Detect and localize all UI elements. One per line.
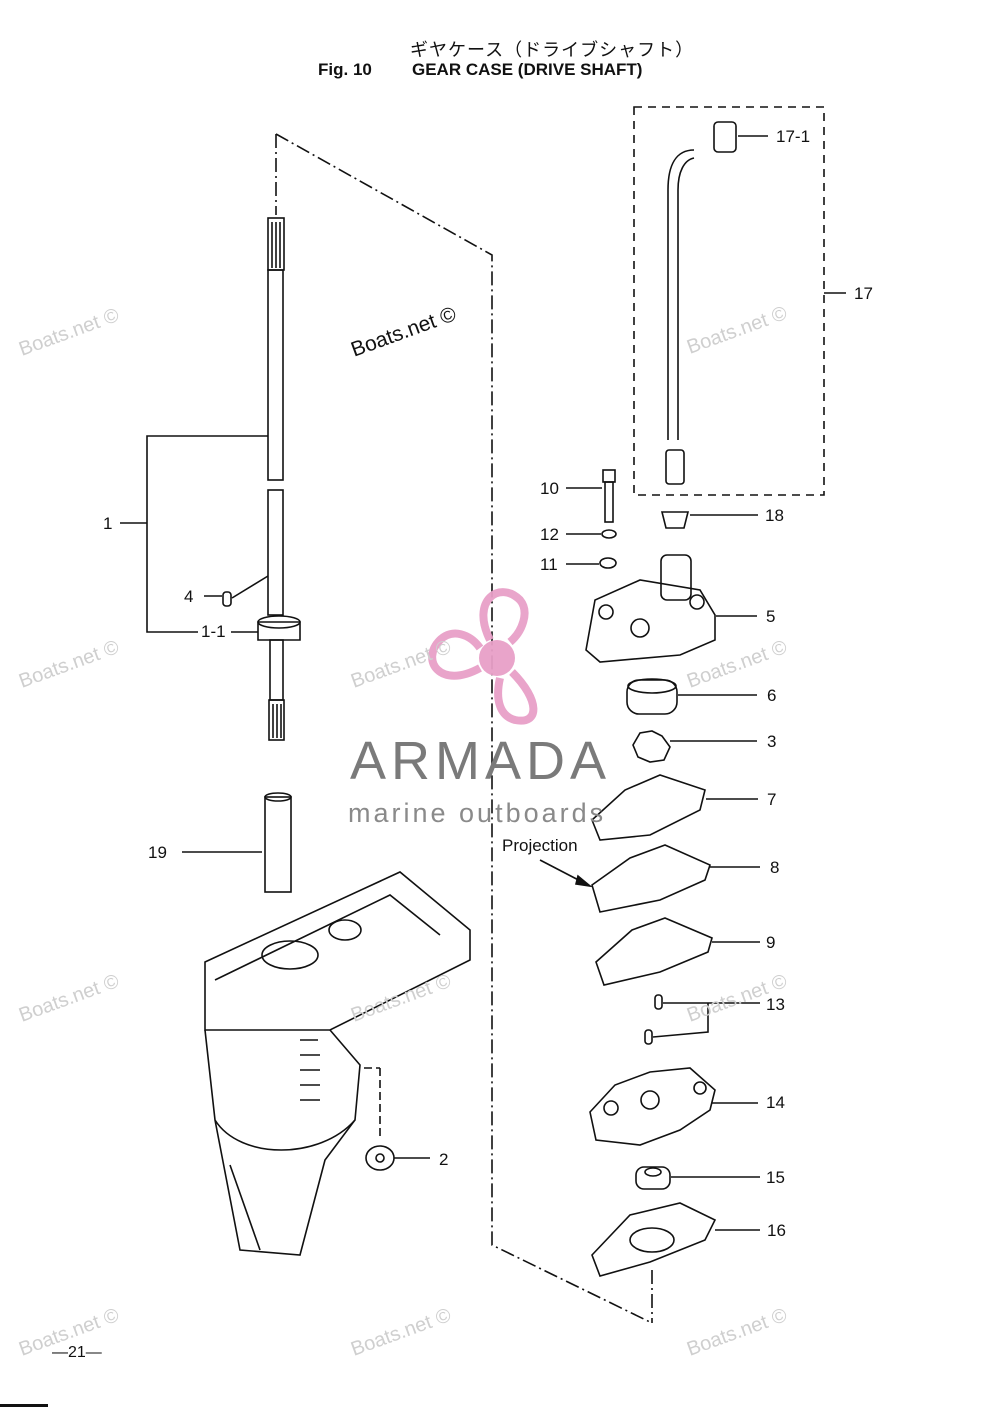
title-japanese: ギヤケース（ドライブシャフト）: [410, 40, 695, 60]
part-label-19: 19: [148, 843, 167, 862]
figure-title: GEAR CASE (DRIVE SHAFT): [412, 60, 643, 79]
tube-19: [264, 792, 292, 893]
projection-label: Projection: [502, 836, 578, 855]
part-label-8: 8: [770, 858, 780, 877]
bracket-1: [146, 435, 268, 633]
seal-11: [599, 557, 617, 569]
part-label-5: 5: [766, 607, 776, 626]
grommet-18: [660, 511, 690, 529]
pump-case-5: [585, 554, 716, 663]
part-label-6: 6: [767, 686, 777, 705]
frame-line: [275, 133, 653, 1324]
part-label-4: 4: [184, 587, 194, 606]
part-label-7: 7: [767, 790, 777, 809]
part-label-1: 1: [103, 514, 113, 533]
dowel-pin-13b: [644, 1029, 653, 1045]
frame-line: [364, 1067, 381, 1140]
pin-4: [222, 591, 232, 607]
kit-17-box: [633, 106, 825, 496]
armada-logo-tagline: marine outboards: [348, 798, 607, 828]
edge-mark: [0, 1404, 48, 1407]
part-label-14: 14: [766, 1093, 785, 1112]
part-label-11: 11: [540, 555, 558, 574]
part-label-1-1: 1-1: [201, 622, 226, 641]
part-label-10: 10: [540, 479, 559, 498]
plate-8: [591, 844, 711, 913]
part-label-16: 16: [767, 1221, 786, 1240]
impeller-3: [632, 730, 671, 763]
part-label-13: 13: [766, 995, 785, 1014]
armada-logo-name: ARMADA: [350, 731, 612, 791]
dowel-pin-13a: [654, 994, 663, 1010]
part-label-12: 12: [540, 525, 559, 544]
part-label-17-1: 17-1: [776, 127, 811, 146]
nut-2: [365, 1145, 395, 1171]
grommet-17-1: [713, 121, 737, 153]
washer-12: [601, 529, 617, 539]
page-number: —21—: [52, 1344, 102, 1361]
oil-seal-15: [635, 1166, 671, 1190]
part-label-2: 2: [439, 1150, 449, 1169]
part-label-18: 18: [765, 506, 784, 525]
part-label-9: 9: [766, 933, 776, 952]
gasket-16: [591, 1202, 717, 1277]
gasket-7: [591, 774, 706, 841]
bolt-10: [602, 469, 616, 523]
water-tube-17: [665, 149, 695, 485]
liner-6: [626, 678, 678, 715]
drive-shaft: [257, 217, 301, 741]
armada-logo-mark: [428, 588, 538, 725]
pump-base-14: [589, 1067, 716, 1146]
part-label-3: 3: [767, 732, 777, 751]
gear-case-housing: [204, 871, 471, 1256]
gasket-9: [595, 917, 713, 986]
part-label-17: 17: [854, 284, 873, 303]
part-label-15: 15: [766, 1168, 785, 1187]
figure-number: Fig. 10: [318, 60, 372, 79]
